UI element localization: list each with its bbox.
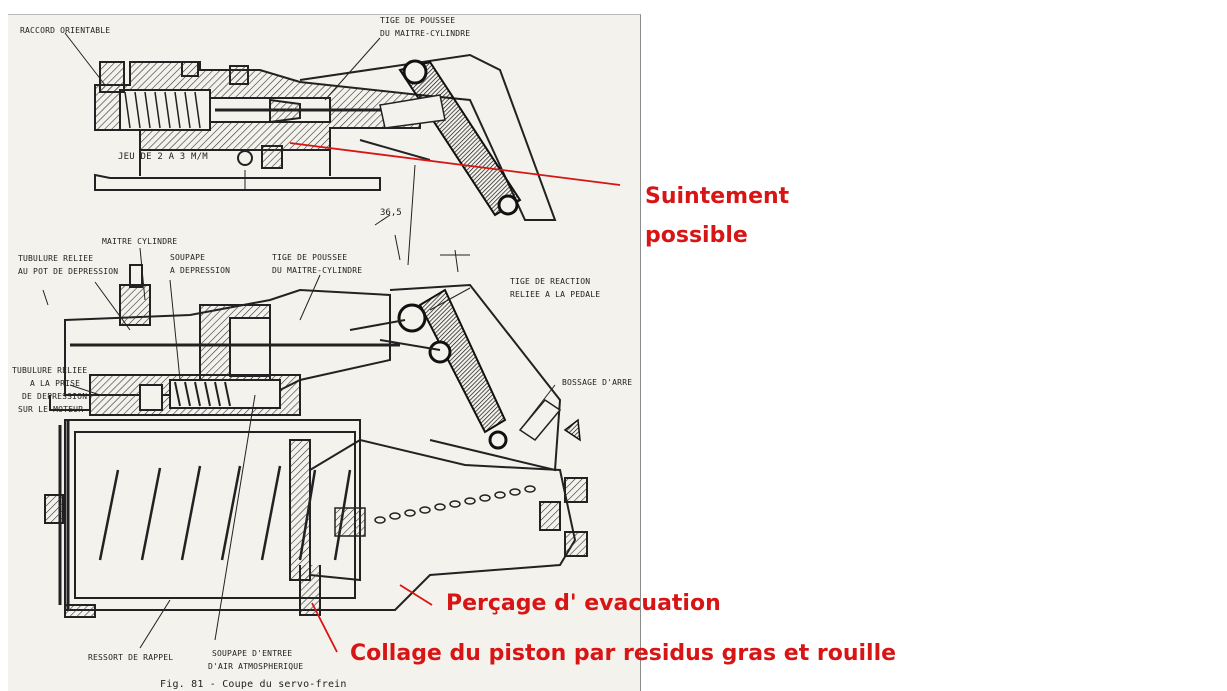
label-bossage: BOSSAGE D'ARRE [562,378,633,387]
bottom-pedal-lever [349,283,581,472]
label-tige-poussee-mid-1: TIGE DE POUSSEE [272,253,348,262]
annotation-percage-evacuation: Perçage d' evacuation [446,591,721,616]
top-leader-lines [64,32,381,190]
annotation-suintement-line1: Suintement [645,184,790,209]
label-tige-poussee-top-1: TIGE DE POUSSEE [380,16,456,25]
label-tubulure-moteur-1: TUBULURE RELIEE [12,366,88,375]
label-tubulure-moteur-3: DE DEPRESSION [22,392,88,401]
return-spring [98,465,352,561]
label-tubulure-pot-2: AU POT DE DEPRESSION [18,267,119,276]
label-jeu: JEU DE 2 A 3 m/m [118,152,208,162]
label-ressort-rappel: RESSORT DE RAPPEL [88,653,174,662]
label-dimension-36-5: 36,5 [380,208,402,218]
label-soupape-air-1: SOUPAPE D'ENTREE [212,649,293,658]
label-soupape-depression-1: SOUPAPE [170,253,206,262]
label-tige-poussee-top-2: DU MAITRE-CYLINDRE [380,29,471,38]
label-tubulure-pot-1: TUBULURE RELIEE [18,254,94,263]
label-tige-poussee-mid-2: DU MAITRE-CYLINDRE [272,266,363,275]
top-spring [124,91,201,129]
label-tige-reaction-1: TIGE DE REACTION [510,277,591,286]
label-tubulure-moteur-4: SUR LE MOTEUR [18,405,84,414]
annotation-collage-piston: Collage du piston par residus gras et ro… [350,641,897,666]
label-raccord-orientable: RACCORD ORIENTABLE [20,26,111,35]
bottom-leader-lines [42,247,556,649]
chain [334,485,536,537]
label-tige-reaction-2: RELIEE A LA PEDALE [510,290,601,299]
dimension-36-5 [374,164,470,273]
label-soupape-air-2: D'AIR ATMOSPHERIQUE [208,662,304,671]
label-maitre-cylindre: MAITRE CYLINDRE [102,237,178,246]
top-view-master-cylinder [94,53,557,221]
annotation-leaders [289,142,621,653]
bottom-view-servo-brake [44,264,588,618]
label-soupape-depression-2: A DEPRESSION [170,266,231,275]
top-pedal-link [379,59,522,217]
figure-caption: Fig. 81 - Coupe du servo-frein [160,679,347,690]
label-tubulure-moteur-2: A LA PRISE [30,379,81,388]
annotation-suintement-line2: possible [645,223,748,248]
